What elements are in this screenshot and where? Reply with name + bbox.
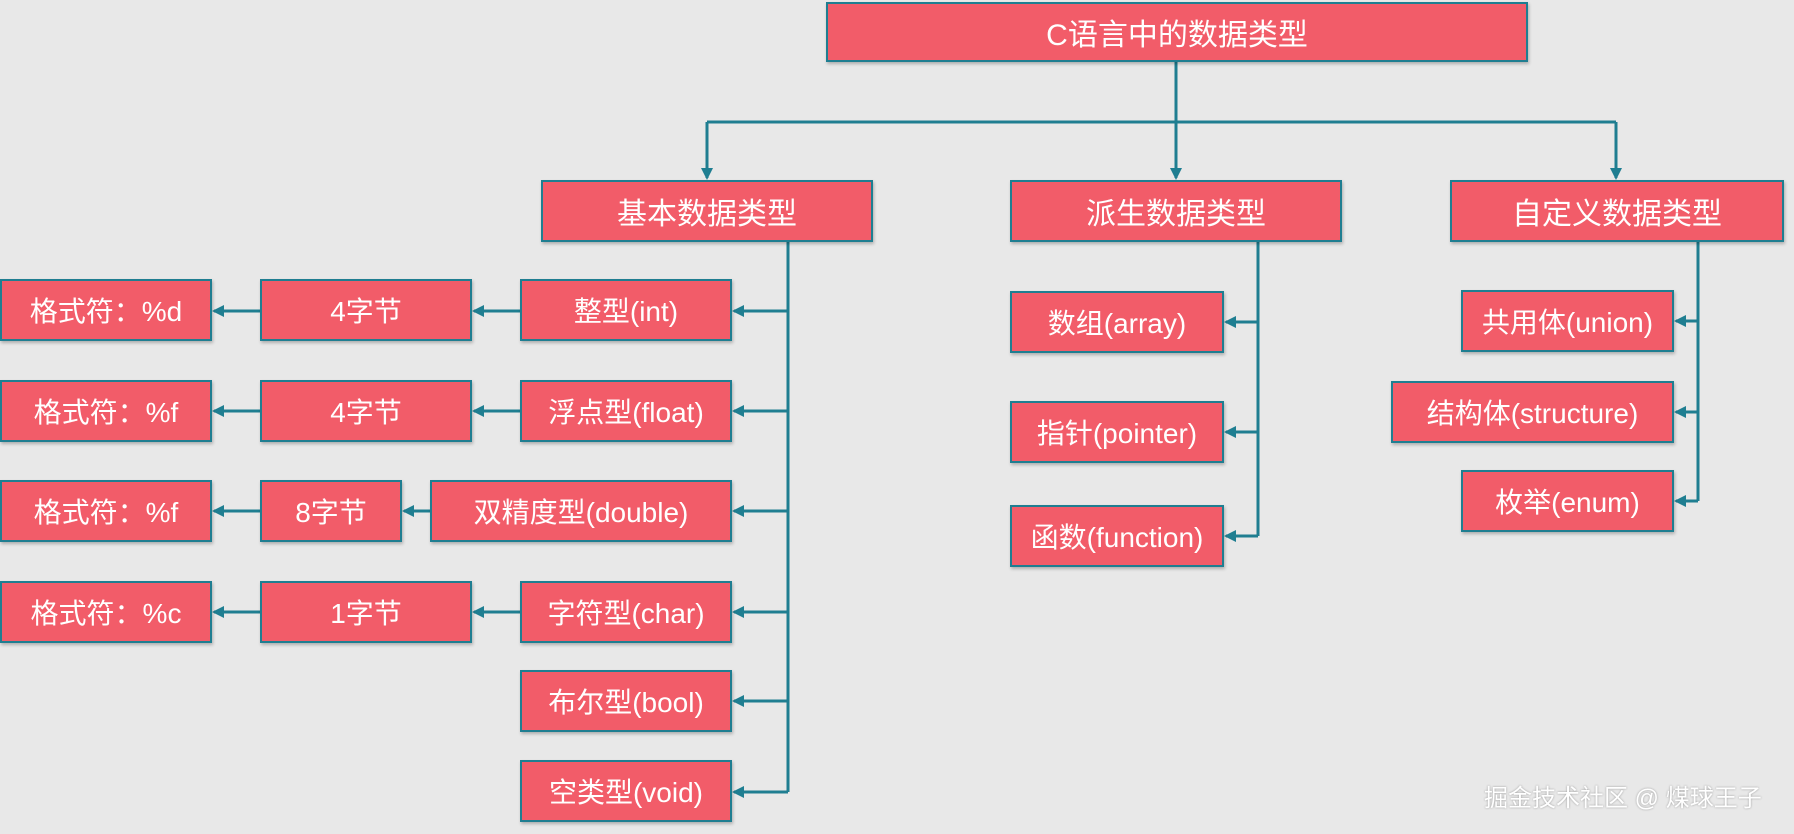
basic-type-char: 字符型(char) [520, 581, 732, 643]
custom-type-union: 共用体(union) [1461, 290, 1674, 352]
category-node-basic: 基本数据类型 [541, 180, 873, 242]
basic-type-bool: 布尔型(bool) [520, 670, 732, 732]
watermark-text: 掘金技术社区 @ 煤球王子 [1484, 785, 1762, 812]
size-node-int: 4字节 [260, 279, 472, 341]
format-node-double: 格式符：%f [0, 480, 212, 542]
root-node-title: C语言中的数据类型 [826, 2, 1528, 62]
derived-type-function: 函数(function) [1010, 505, 1224, 567]
format-node-int: 格式符：%d [0, 279, 212, 341]
format-node-float: 格式符：%f [0, 380, 212, 442]
basic-type-void: 空类型(void) [520, 760, 732, 822]
custom-type-structure: 结构体(structure) [1391, 381, 1674, 443]
size-node-char: 1字节 [260, 581, 472, 643]
custom-type-enum: 枚举(enum) [1461, 470, 1674, 532]
category-node-custom: 自定义数据类型 [1450, 180, 1784, 242]
format-node-char: 格式符：%c [0, 581, 212, 643]
basic-type-double: 双精度型(double) [430, 480, 732, 542]
derived-type-pointer: 指针(pointer) [1010, 401, 1224, 463]
basic-type-int: 整型(int) [520, 279, 732, 341]
category-node-derived: 派生数据类型 [1010, 180, 1342, 242]
derived-type-array: 数组(array) [1010, 291, 1224, 353]
size-node-float: 4字节 [260, 380, 472, 442]
basic-type-float: 浮点型(float) [520, 380, 732, 442]
size-node-double: 8字节 [260, 480, 402, 542]
